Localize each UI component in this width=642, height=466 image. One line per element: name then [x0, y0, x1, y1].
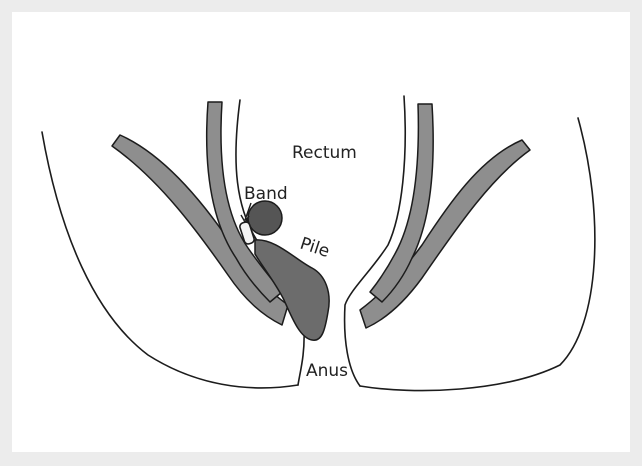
- rectal-wall-right: [343, 95, 406, 387]
- band-ring: [239, 221, 255, 245]
- band-pointer-arrowhead: [240, 214, 250, 224]
- label-anus: Anus: [306, 361, 348, 381]
- band-pointer-arrow: [244, 202, 252, 221]
- inner-muscle-right: [369, 103, 434, 303]
- diagram-panel: [12, 12, 630, 452]
- body-outline-left: [41, 131, 299, 389]
- pile-mass: [247, 200, 283, 236]
- hemorrhoid-tissue: [254, 239, 330, 341]
- label-rectum: Rectum: [292, 143, 357, 163]
- label-band: Band: [244, 184, 288, 204]
- outer-muscle-right: [359, 139, 531, 329]
- body-outline-right: [359, 117, 596, 392]
